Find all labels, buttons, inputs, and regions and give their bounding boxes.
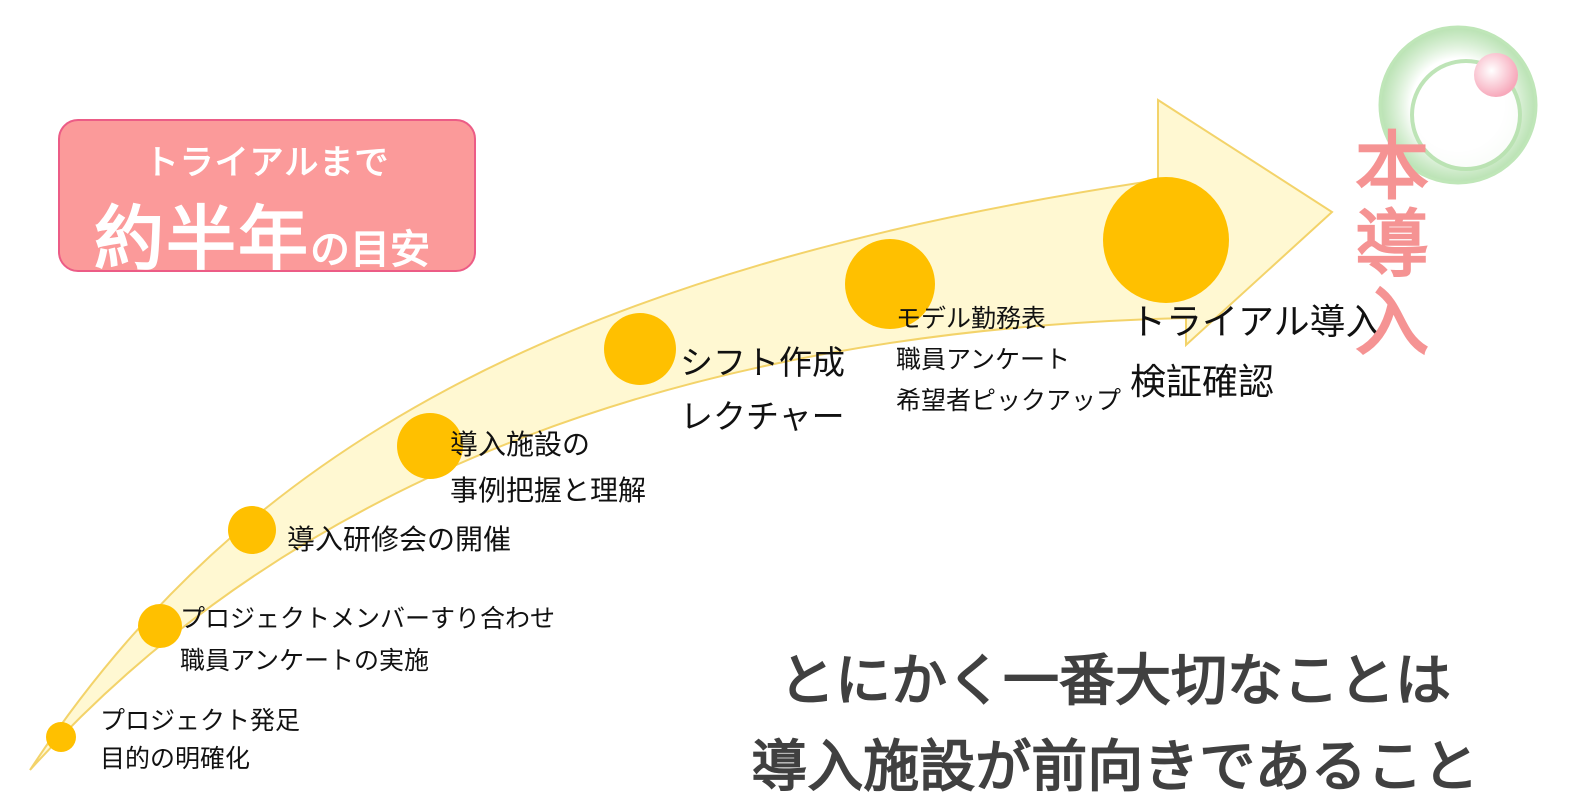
- step-7-label: トライアル導入 検証確認: [1130, 293, 1382, 413]
- step-7-line-2: 検証確認: [1130, 353, 1382, 413]
- step-3-label: 導入研修会の開催: [287, 520, 511, 560]
- goal-label: 本導入: [1352, 128, 1432, 362]
- step-4-line-1: 導入施設の: [450, 422, 646, 468]
- milestone-dot-2: [138, 604, 182, 648]
- step-1-line-2: 目的の明確化: [100, 740, 300, 778]
- step-6-line-2: 職員アンケート: [896, 339, 1121, 380]
- step-2-line-2: 職員アンケートの実施: [180, 640, 555, 682]
- step-2-label: プロジェクトメンバーすり合わせ 職員アンケートの実施: [180, 598, 555, 682]
- badge-duration: 約半年: [94, 198, 310, 280]
- step-6-line-3: 希望者ピックアップ: [896, 380, 1121, 421]
- key-message-line-1: とにかく一番大切なことは: [700, 636, 1530, 717]
- duration-badge: トライアルまで 約半年の目安: [58, 119, 476, 272]
- step-6-label: モデル勤務表 職員アンケート 希望者ピックアップ: [896, 298, 1121, 421]
- step-1-line-1: プロジェクト発足: [100, 702, 300, 740]
- step-2-line-1: プロジェクトメンバーすり合わせ: [180, 598, 555, 640]
- badge-subtitle: トライアルまで: [60, 135, 474, 184]
- step-4-label: 導入施設の 事例把握と理解: [450, 422, 646, 514]
- milestone-dot-1: [46, 722, 76, 752]
- badge-suffix: の目安: [310, 227, 430, 273]
- step-1-label: プロジェクト発足 目的の明確化: [100, 702, 300, 778]
- step-5-label: シフト作成 レクチャー: [680, 336, 845, 444]
- badge-headline: 約半年の目安: [94, 183, 430, 284]
- milestone-dot-3: [228, 506, 276, 554]
- step-5-line-2: レクチャー: [680, 390, 845, 444]
- step-6-line-1: モデル勤務表: [896, 298, 1121, 339]
- milestone-dot-7: [1103, 177, 1229, 303]
- step-4-line-2: 事例把握と理解: [450, 468, 646, 514]
- milestone-dot-5: [604, 313, 676, 385]
- step-3-line-1: 導入研修会の開催: [287, 520, 511, 560]
- key-message-line-2: 導入施設が前向きであること: [700, 722, 1530, 803]
- step-5-line-1: シフト作成: [680, 336, 845, 390]
- step-7-line-1: トライアル導入: [1130, 293, 1382, 353]
